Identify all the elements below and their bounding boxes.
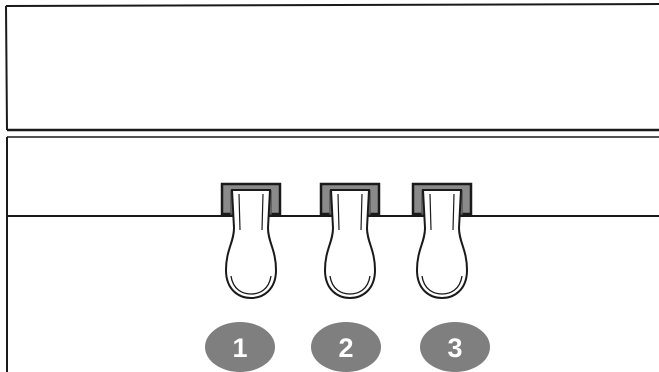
pedal-badge-1: 1	[205, 322, 275, 372]
piano-top-panel	[5, 3, 659, 7]
pedal-badge-ellipse-1	[205, 322, 275, 372]
pedal-number-label-2: 2	[338, 333, 353, 363]
pedal-badge-3: 3	[420, 322, 490, 372]
pedal-3	[415, 189, 469, 300]
pedal-number-badges: 1 2 3	[205, 322, 490, 372]
pedal-badge-ellipse-3	[420, 322, 490, 372]
pedal-number-label-1: 1	[232, 333, 247, 363]
pedal-2	[323, 189, 377, 300]
pedal-badge-2: 2	[311, 322, 381, 372]
pedal-badge-ellipse-2	[311, 322, 381, 372]
piano-top-panel-left-edge	[5, 5, 8, 131]
pedal-number-label-3: 3	[447, 333, 462, 363]
pedal-1	[224, 189, 278, 300]
pedals	[224, 189, 469, 300]
